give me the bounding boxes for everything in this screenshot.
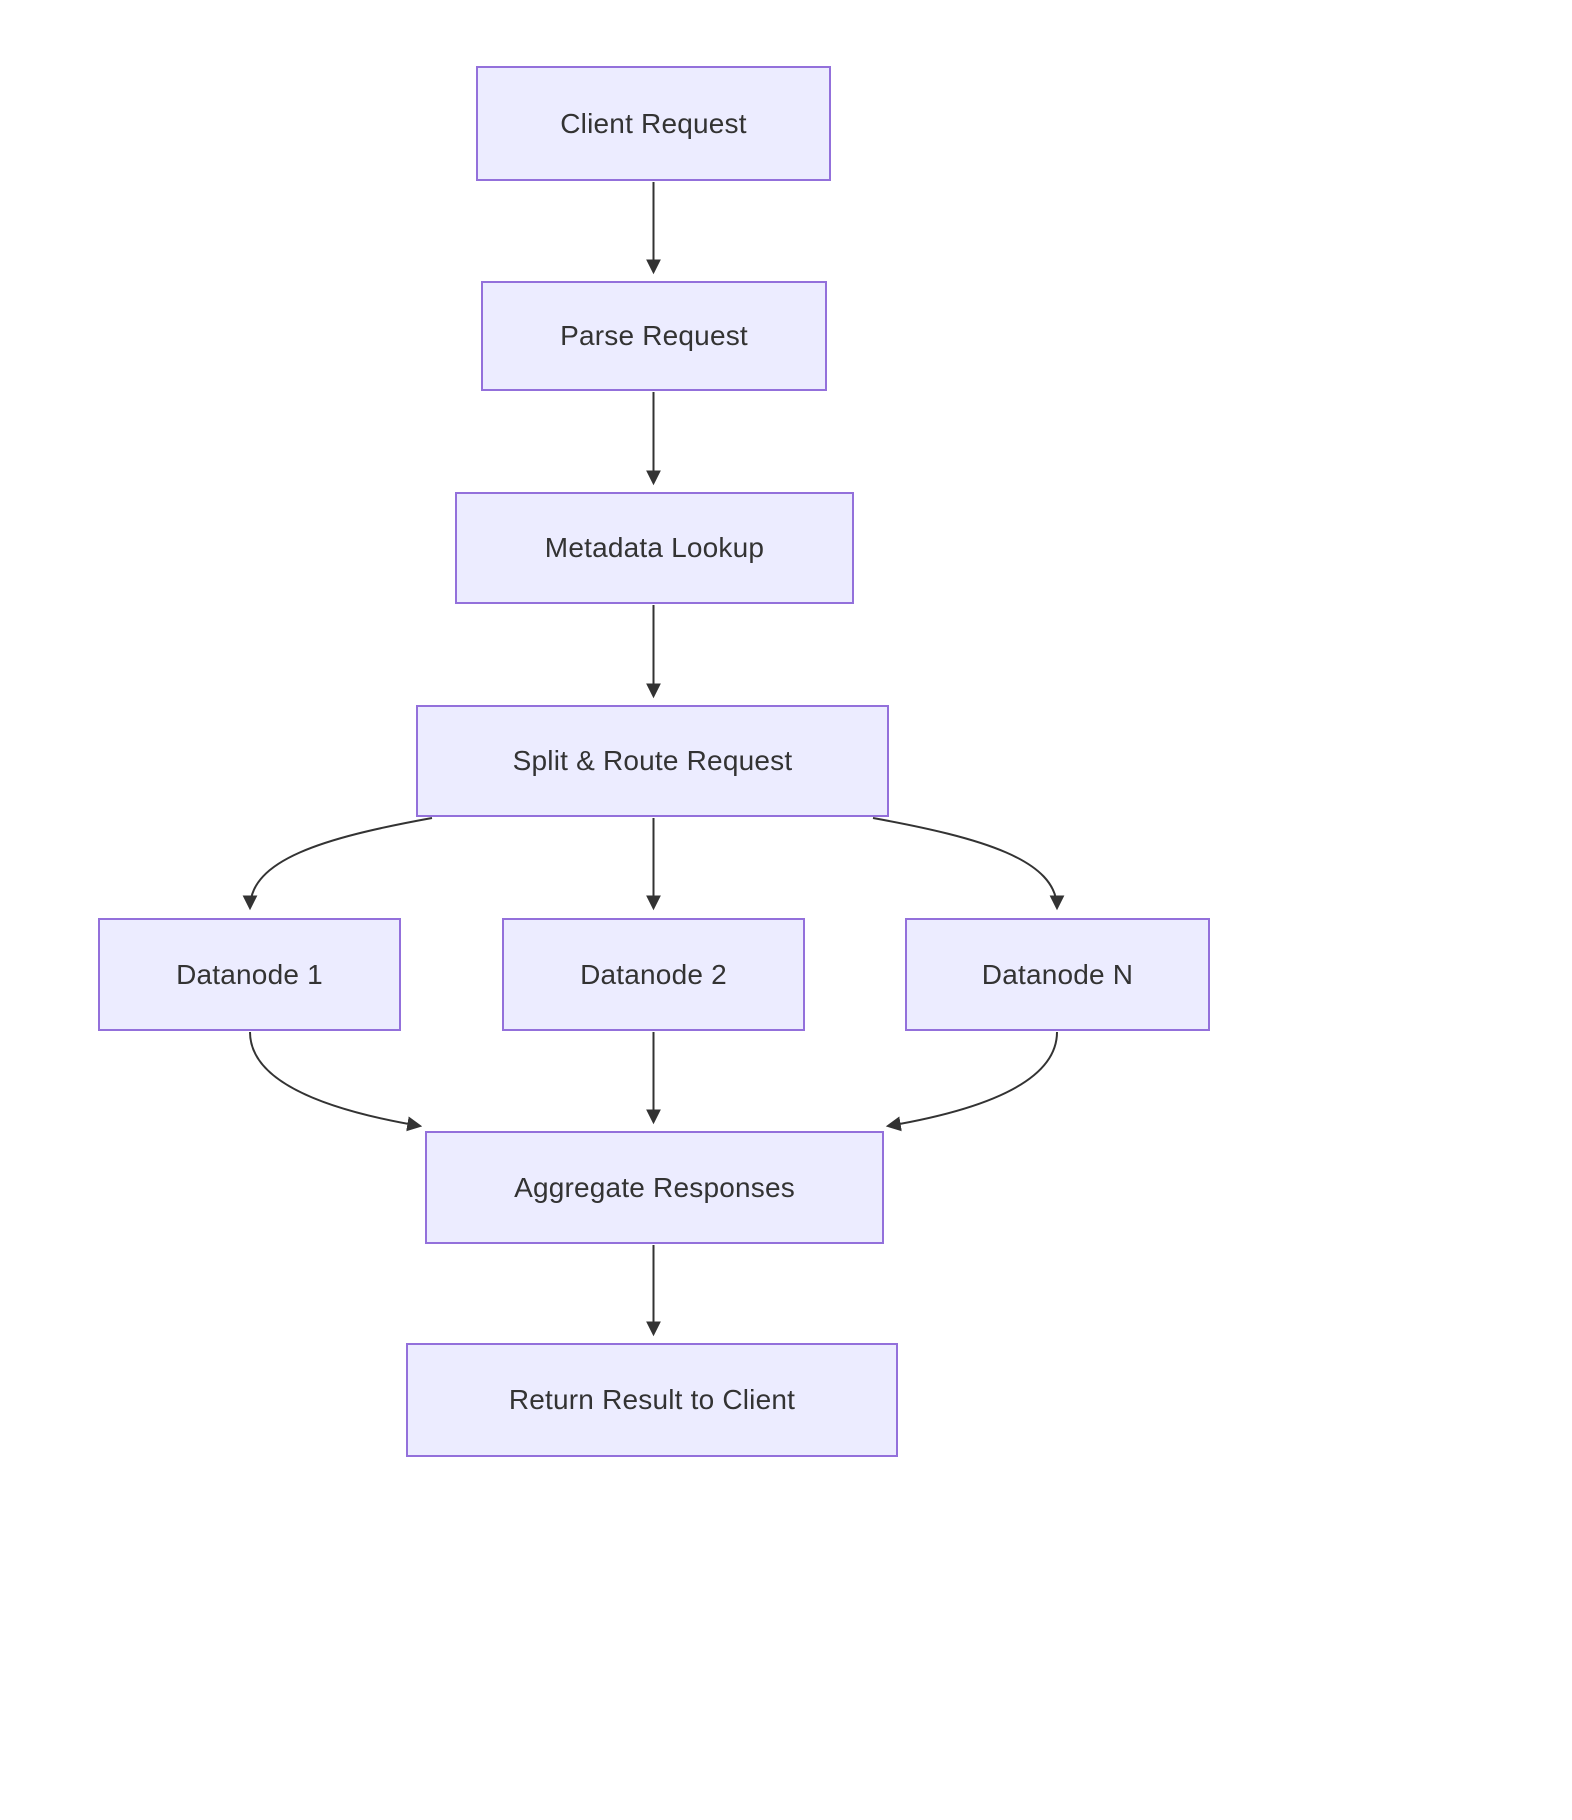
node-split-route-request: Split & Route Request	[416, 705, 889, 817]
node-datanode-n: Datanode N	[905, 918, 1210, 1031]
node-client-request-label: Client Request	[560, 107, 747, 139]
node-datanode-n-label: Datanode N	[981, 958, 1134, 990]
node-return-result: Return Result to Client	[406, 1343, 898, 1457]
edge-datanodeN-to-aggregate	[885, 1031, 1058, 1132]
node-datanode-2-label: Datanode 2	[580, 958, 727, 990]
node-client-request: Client Request	[476, 66, 831, 181]
node-return-result-label: Return Result to Client	[508, 1384, 796, 1415]
node-metadata-lookup: Metadata Lookup	[455, 492, 854, 604]
edge-split-to-datanodeN	[872, 817, 1065, 911]
node-aggregate-responses-label: Aggregate Responses	[514, 1171, 795, 1203]
node-aggregate-responses: Aggregate Responses	[425, 1131, 884, 1244]
node-parse-request: Parse Request	[481, 281, 827, 391]
node-metadata-lookup-label: Metadata Lookup	[544, 532, 765, 563]
edge-split-to-datanode1	[242, 817, 433, 911]
node-datanode-1-label: Datanode 1	[176, 958, 323, 990]
node-split-route-request-label: Split & Route Request	[512, 745, 793, 776]
node-datanode-1: Datanode 1	[98, 918, 401, 1031]
node-datanode-2: Datanode 2	[502, 918, 805, 1031]
edge-datanode1-to-aggregate	[249, 1031, 423, 1132]
node-parse-request-label: Parse Request	[560, 320, 748, 351]
